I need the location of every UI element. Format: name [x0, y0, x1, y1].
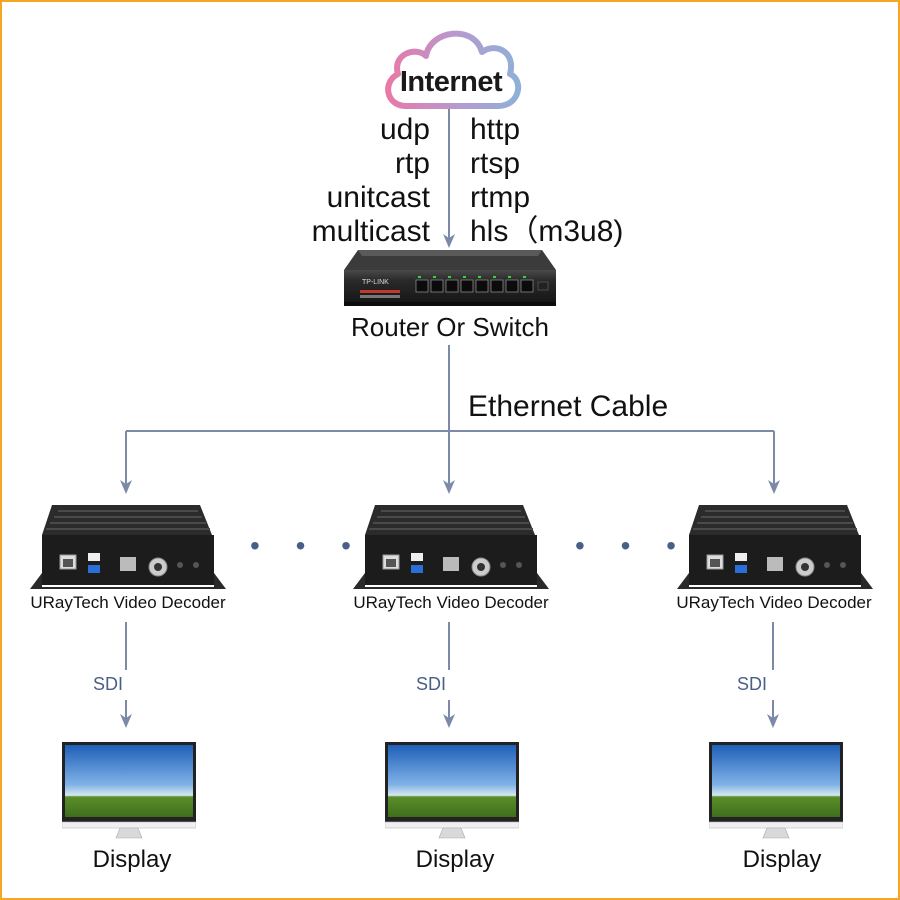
video-decoder-icon-1	[30, 505, 226, 589]
decoder-label-1: URayTech Video Decoder	[30, 593, 226, 612]
router-brand-text: TP-LINK	[362, 279, 389, 286]
bus-arrowhead-2	[443, 480, 455, 494]
sdi-arrowhead-1	[120, 714, 132, 728]
protocol-unitcast: unitcast	[326, 181, 430, 214]
protocol-multicast: multicast	[311, 215, 430, 248]
video-decoder-icon-2	[353, 505, 549, 589]
internet-label: Internet	[399, 66, 503, 98]
sdi-arrowhead-3	[767, 714, 779, 728]
display-monitor-icon-1	[62, 742, 196, 839]
decoder-label-3: URayTech Video Decoder	[676, 593, 872, 612]
router-switch-icon: TP-LINK	[344, 250, 556, 306]
display-label-2: Display	[415, 846, 495, 873]
sdi-label-3: SDI	[736, 674, 767, 694]
decoder-label-2: URayTech Video Decoder	[353, 593, 549, 612]
protocol-udp: udp	[379, 113, 430, 146]
video-decoder-icon-3	[677, 505, 873, 589]
ellipsis-dots-1: • • •	[250, 530, 365, 561]
internet-cloud-icon	[385, 30, 522, 109]
display-label-1: Display	[92, 846, 172, 873]
bus-arrowhead-3	[768, 480, 780, 494]
sdi-label-1: SDI	[92, 674, 123, 694]
bus-arrowhead-1	[120, 480, 132, 494]
display-monitor-icon-2	[385, 742, 519, 839]
sdi-arrowhead-2	[443, 714, 455, 728]
display-label-3: Display	[742, 846, 822, 873]
protocol-http: http	[470, 113, 521, 146]
router-label: Router Or Switch	[351, 312, 549, 342]
protocol-hls: hls（m3u8)	[470, 215, 624, 248]
protocol-rtsp: rtsp	[470, 147, 521, 180]
protocol-list-left: udp rtp unitcast multicast	[312, 113, 430, 249]
ethernet-cable-label: Ethernet Cable	[468, 390, 669, 423]
ellipsis-dots-2: • • •	[575, 530, 690, 561]
display-monitor-icon-3	[709, 742, 843, 839]
internet-to-router-arrowhead	[443, 234, 455, 248]
protocol-rtmp: rtmp	[470, 181, 530, 214]
protocol-rtp: rtp	[394, 147, 430, 180]
protocol-list-right: http rtsp rtmp hls（m3u8)	[470, 113, 623, 249]
sdi-label-2: SDI	[415, 674, 446, 694]
